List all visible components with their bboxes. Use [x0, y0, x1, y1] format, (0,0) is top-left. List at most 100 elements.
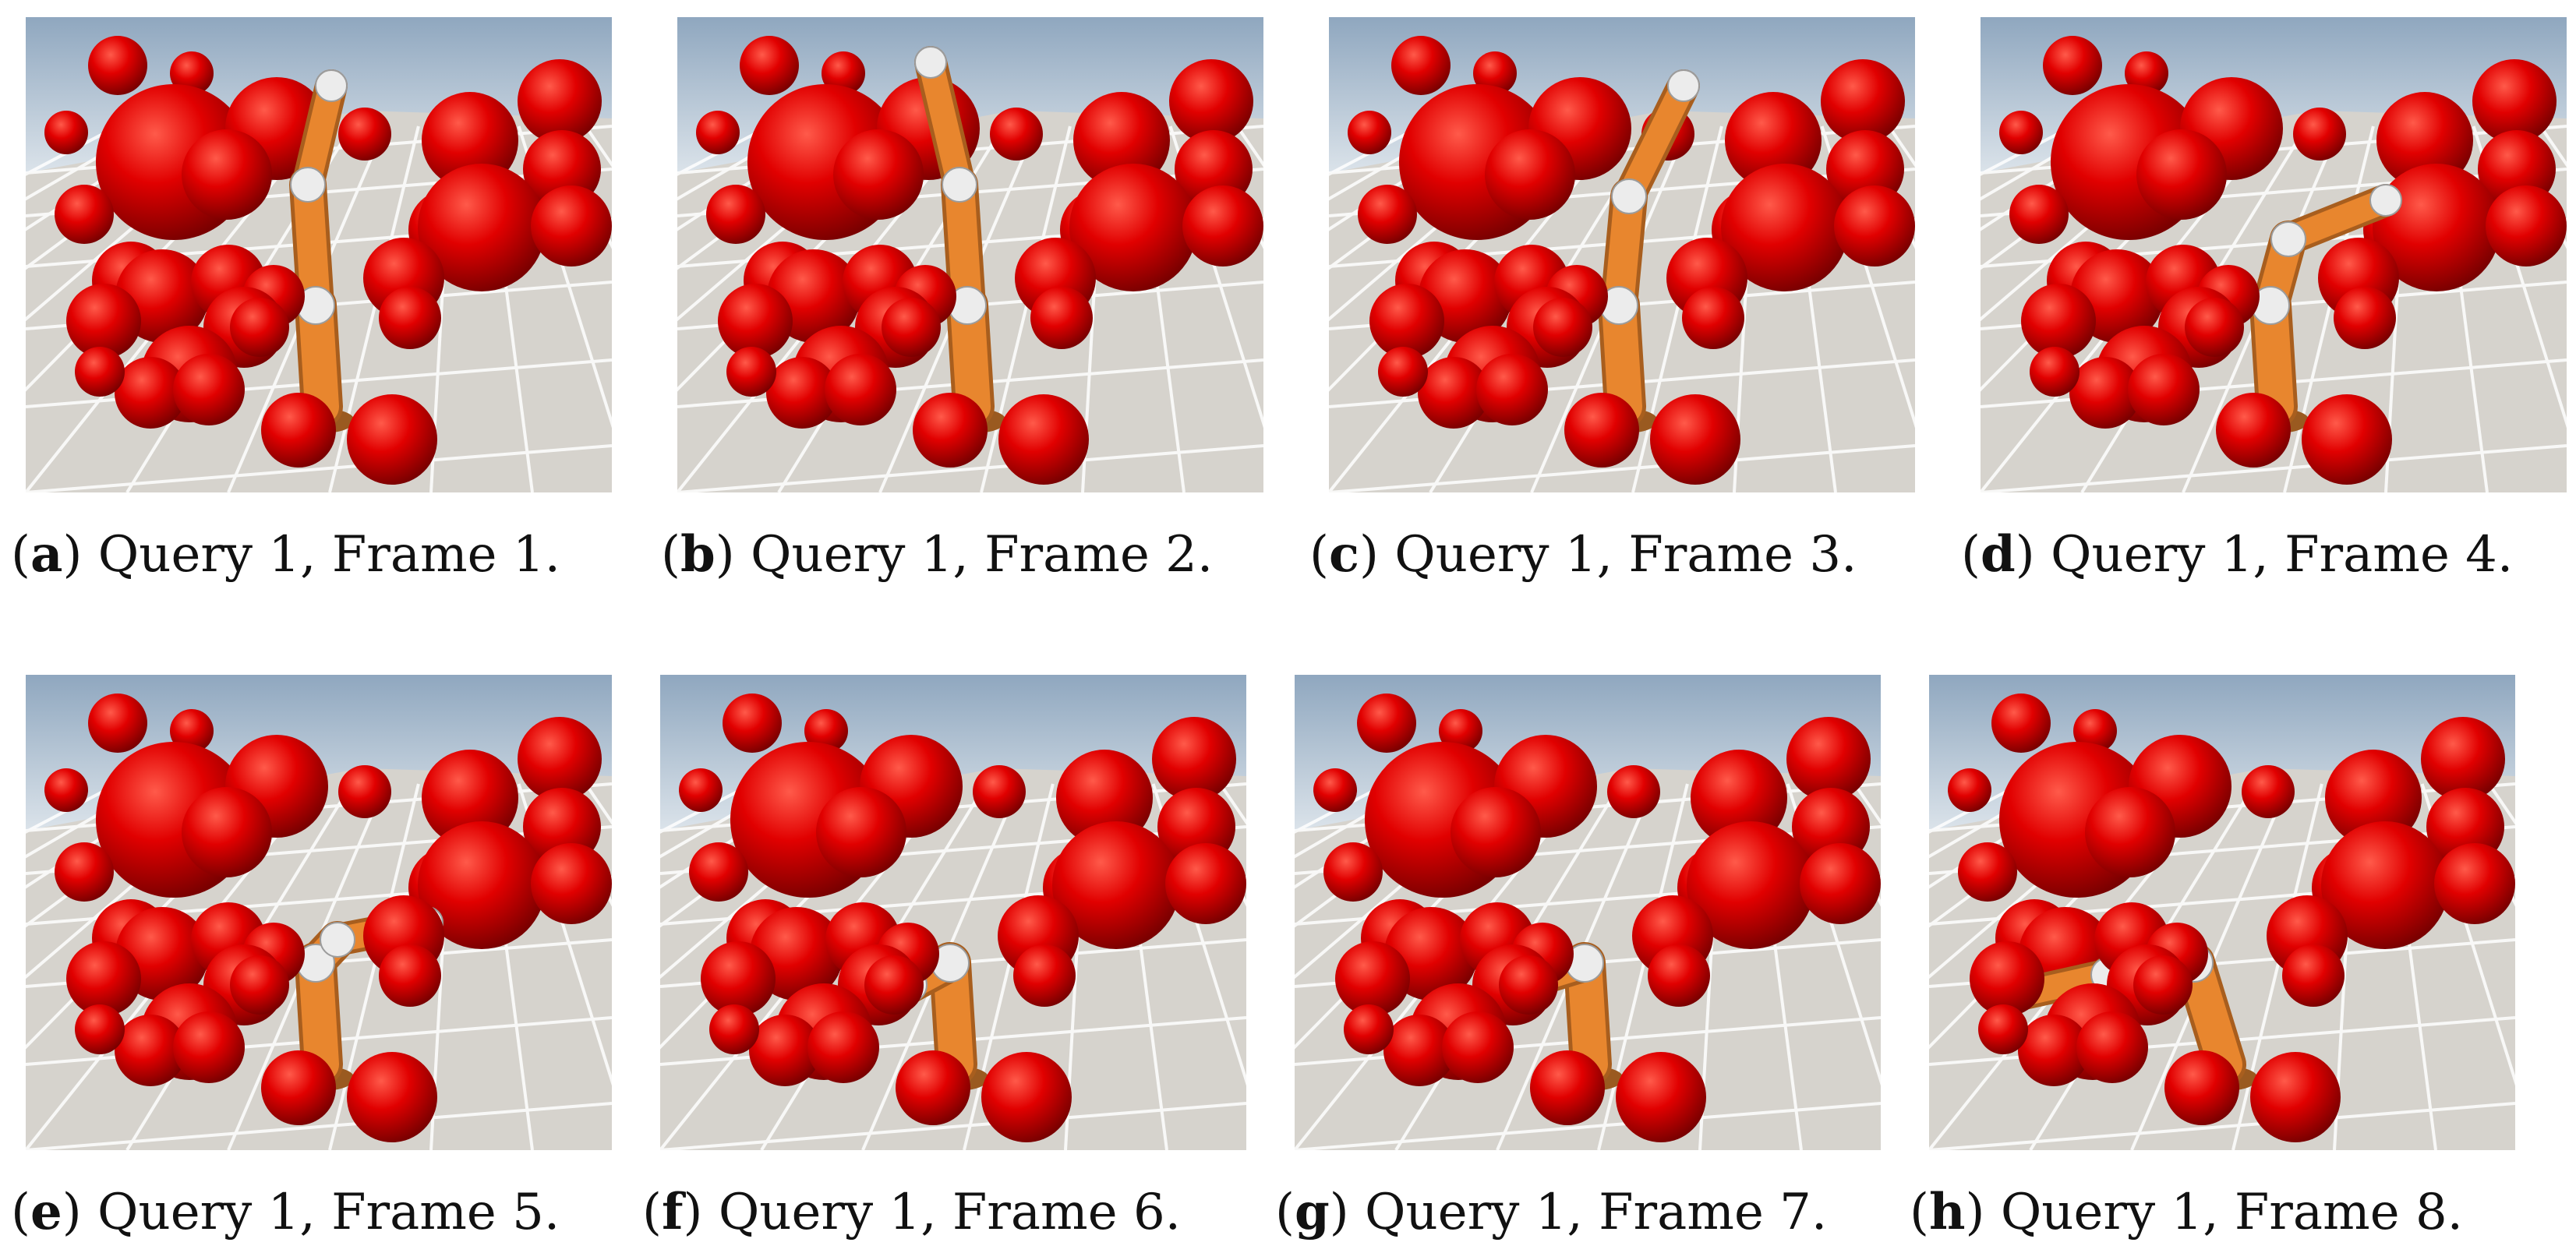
- sphere-obstacle-icon: [1391, 36, 1451, 95]
- sphere-obstacle-icon: [864, 955, 924, 1015]
- sphere-obstacle-icon: [44, 111, 88, 154]
- subfigure-label: e: [30, 1183, 62, 1241]
- sphere-obstacle-icon: [2373, 164, 2500, 291]
- sphere-obstacle-icon: [973, 765, 1026, 818]
- sphere-obstacle-icon: [709, 1004, 759, 1054]
- sphere-obstacle-icon: [807, 1011, 879, 1083]
- sphere-obstacle-icon: [1473, 51, 1517, 95]
- sphere-obstacle-icon: [1650, 394, 1740, 485]
- simulation-render: [26, 675, 612, 1150]
- caption-g: (g) Query 1, Frame 7.: [1275, 1183, 1828, 1241]
- sphere-obstacle-icon: [1970, 941, 2044, 1016]
- sphere-obstacle-icon: [2085, 787, 2175, 877]
- robot-link: [918, 50, 972, 197]
- sphere-obstacle-icon: [2125, 51, 2168, 95]
- sphere-obstacle-icon: [379, 287, 441, 349]
- sphere-obstacle-icon: [1378, 347, 1428, 397]
- sphere-obstacle-icon: [1030, 287, 1093, 349]
- sphere-obstacle-icon: [1533, 298, 1592, 357]
- panel-a: [26, 17, 612, 492]
- sphere-obstacle-icon: [726, 347, 776, 397]
- sphere-obstacle-icon: [75, 1004, 125, 1054]
- sphere-obstacle-icon: [1369, 284, 1444, 358]
- panel-f: [660, 675, 1246, 1150]
- sphere-obstacle-icon: [44, 768, 88, 812]
- sphere-obstacle-icon: [1439, 709, 1482, 753]
- simulation-render: [1981, 17, 2567, 492]
- sphere-obstacle-icon: [1313, 768, 1357, 812]
- simulation-render: [1295, 675, 1881, 1150]
- sphere-obstacle-icon: [706, 185, 765, 244]
- sphere-obstacle-icon: [2073, 709, 2117, 753]
- sphere-obstacle-icon: [833, 129, 924, 220]
- sphere-obstacle-icon: [2302, 394, 2392, 485]
- sphere-obstacle-icon: [2434, 843, 2515, 924]
- panel-g: [1295, 675, 1881, 1150]
- robot-joint: [914, 46, 947, 79]
- sphere-obstacle-icon: [1013, 944, 1076, 1007]
- sphere-obstacle-icon: [2043, 36, 2102, 95]
- subfigure-label: h: [1928, 1183, 1966, 1241]
- sphere-obstacle-icon: [1786, 717, 1871, 801]
- sphere-obstacle-icon: [1169, 59, 1253, 143]
- sphere-obstacle-icon: [1725, 92, 1822, 189]
- sphere-obstacle-icon: [2334, 287, 2396, 349]
- sphere-obstacle-icon: [1564, 393, 1639, 468]
- sphere-obstacle-icon: [1691, 750, 1787, 846]
- sphere-obstacle-icon: [1616, 1052, 1706, 1142]
- sphere-obstacle-icon: [1991, 694, 2051, 753]
- sphere-obstacle-icon: [66, 284, 141, 358]
- subfigure-label: a: [30, 525, 63, 584]
- robot-joint: [1611, 178, 1647, 214]
- sphere-obstacle-icon: [913, 393, 988, 468]
- sphere-obstacle-icon: [1358, 185, 1417, 244]
- caption-a: (a) Query 1, Frame 1.: [11, 525, 560, 584]
- sphere-obstacle-icon: [2185, 298, 2244, 357]
- sphere-obstacle-icon: [1348, 111, 1391, 154]
- subfigure-label: f: [661, 1183, 684, 1241]
- sphere-obstacle-icon: [718, 284, 793, 358]
- sphere-obstacle-icon: [1648, 944, 1710, 1007]
- subfigure-label: d: [1980, 525, 2016, 584]
- simulation-render: [26, 17, 612, 492]
- sphere-obstacle-icon: [1682, 287, 1744, 349]
- panel-e: [26, 675, 612, 1150]
- sphere-obstacle-icon: [115, 357, 186, 429]
- subfigure-label: c: [1328, 525, 1359, 584]
- simulation-render: [660, 675, 1246, 1150]
- caption-h: (h) Query 1, Frame 8.: [1910, 1183, 2463, 1241]
- sphere-obstacle-icon: [1687, 821, 1815, 949]
- sphere-obstacle-icon: [1165, 843, 1246, 924]
- sphere-obstacle-icon: [766, 357, 838, 429]
- caption-c: (c) Query 1, Frame 3.: [1309, 525, 1857, 584]
- sphere-obstacle-icon: [981, 1052, 1072, 1142]
- sphere-obstacle-icon: [531, 843, 612, 924]
- sphere-obstacle-icon: [347, 394, 437, 485]
- caption-text: Query 1, Frame 6.: [718, 1184, 1181, 1241]
- sphere-obstacle-icon: [1948, 768, 1991, 812]
- sphere-obstacle-icon: [1056, 750, 1153, 846]
- sphere-obstacle-icon: [2136, 129, 2227, 220]
- robot-joint: [290, 167, 326, 203]
- sphere-obstacle-icon: [230, 298, 289, 357]
- sphere-obstacle-icon: [2076, 1011, 2148, 1083]
- robot-link: [945, 170, 982, 320]
- caption-e: (e) Query 1, Frame 5.: [11, 1183, 560, 1241]
- sphere-obstacle-icon: [1607, 765, 1660, 818]
- sphere-obstacle-icon: [182, 129, 272, 220]
- sphere-obstacle-icon: [1499, 955, 1558, 1015]
- sphere-obstacle-icon: [422, 92, 518, 189]
- simulation-render: [677, 17, 1263, 492]
- simulation-render: [1929, 675, 2515, 1150]
- caption-text: Query 1, Frame 1.: [97, 526, 560, 584]
- sphere-obstacle-icon: [55, 842, 114, 902]
- sphere-obstacle-icon: [2486, 185, 2567, 266]
- sphere-obstacle-icon: [2009, 185, 2069, 244]
- sphere-obstacle-icon: [1834, 185, 1915, 266]
- sphere-obstacle-icon: [170, 51, 214, 95]
- panel-b: [677, 17, 1263, 492]
- sphere-obstacle-icon: [696, 111, 740, 154]
- sphere-obstacle-icon: [822, 51, 865, 95]
- robot-link: [293, 170, 330, 320]
- robot-joint: [942, 167, 977, 203]
